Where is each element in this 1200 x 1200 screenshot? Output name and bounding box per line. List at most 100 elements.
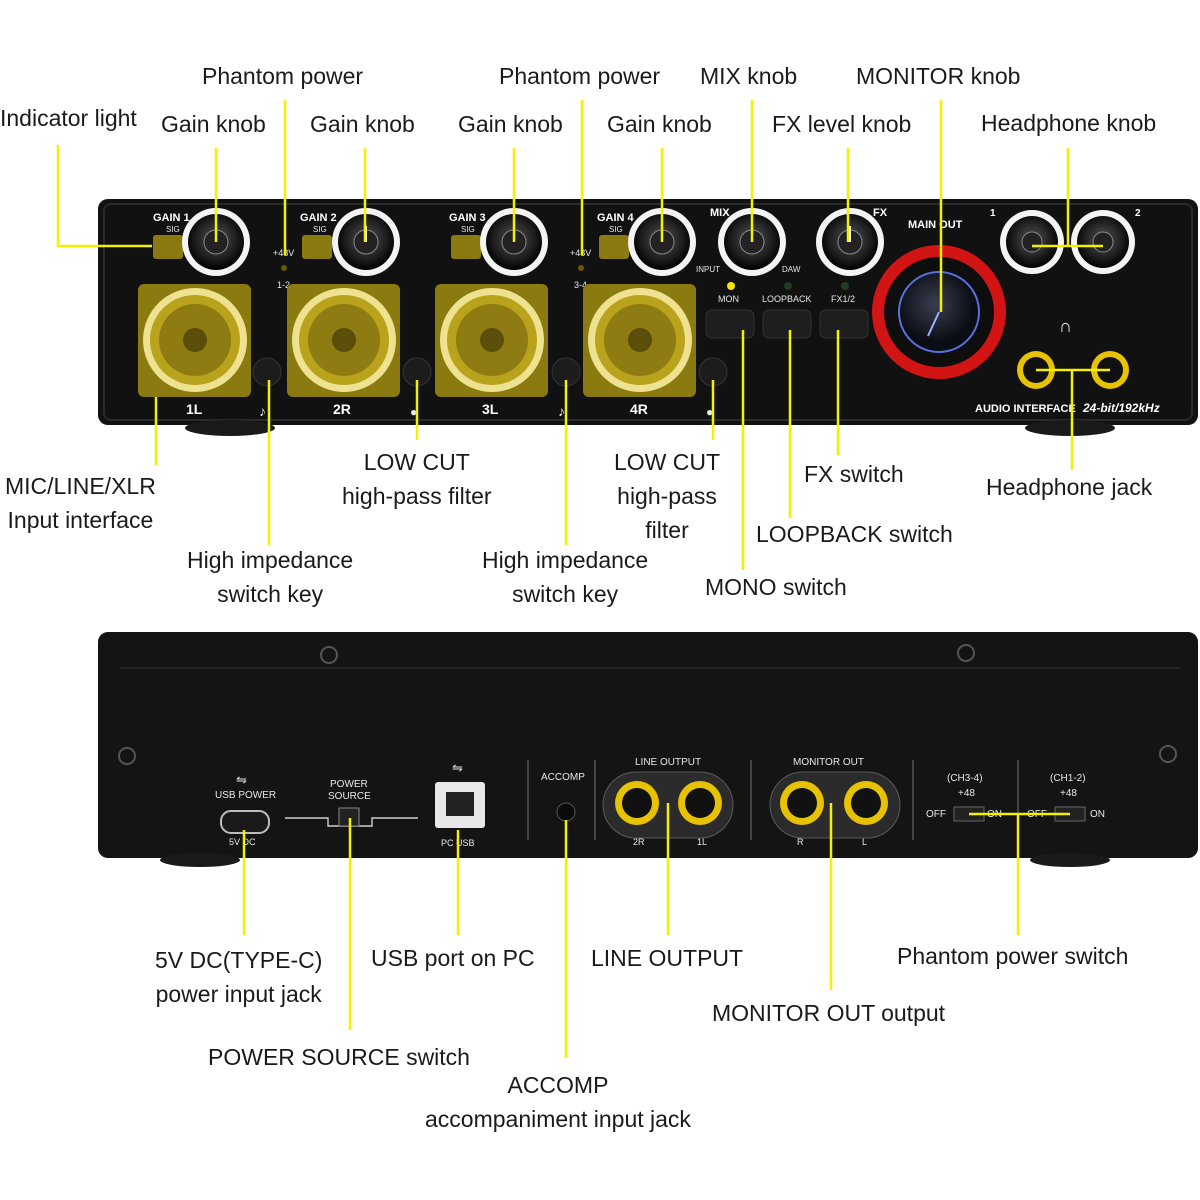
mon-switch-label: MON [718,294,739,304]
callout-mono-switch: MONO switch [705,574,847,600]
callout-monitor-knob: MONITOR knob [856,63,1021,89]
off-label: OFF [926,809,946,820]
headphone-number-2: 2 [1135,208,1141,219]
phantom-pair-1-2: 1-2 [277,280,290,290]
spec-text: 24-bit/192kHz [1082,401,1160,415]
headphones-icon: ∩ [1059,316,1072,336]
mono-switch[interactable] [705,309,755,339]
phantom-led-1-2 [281,265,287,271]
usb-power-sub: 5V DC [229,837,256,847]
guitar-icon: ♪ [259,403,266,419]
callout-low-cut-1: LOW CUT high-pass filter [342,445,492,513]
fx-label: FX [873,207,888,219]
callout-indicator-light: Indicator light [0,105,137,131]
callout-line: LOW CUT [614,449,721,475]
phantom-led-3-4 [578,265,584,271]
sig-label: SIG [313,225,327,234]
leader-indicator-light [56,145,152,248]
rubber-foot [185,420,275,436]
callout-line: ACCOMP [507,1072,609,1098]
loopback-switch[interactable] [762,309,812,339]
leader-headphone-knob [1032,148,1103,248]
power-source-label-2: SOURCE [328,791,371,802]
front-panel: GAIN 1 SIG 1L ♪ +48V 1-2 GAIN 2 SIG [98,199,1198,436]
sig-indicator-light [451,235,481,259]
sig-label: SIG [166,225,180,234]
sig-label: SIG [461,225,475,234]
channel-strip-2: GAIN 2 SIG 2R ● [287,208,432,419]
callout-line: switch key [217,581,324,607]
callout-phantom-power-2: Phantom power [499,63,661,89]
gain-label-1: GAIN 1 [153,212,190,224]
monitor-out-label: MONITOR OUT [793,757,864,768]
accomp-label: ACCOMP [541,772,585,783]
accomp-jack[interactable] [556,802,576,822]
callout-line: High impedance [482,547,649,573]
hi-z-switch-1[interactable] [252,357,282,387]
microphone-icon: ● [410,405,417,419]
rear-chassis [98,632,1198,858]
sig-indicator-light [302,235,332,259]
callout-line: switch key [512,581,619,607]
callout-power-source-switch: POWER SOURCE switch [208,1044,470,1070]
phantom-label-1-2: +48V [273,248,294,258]
callout-line: High impedance [187,547,354,573]
phantom-pair-3-4: 3-4 [574,280,587,290]
power-source-label: POWER [330,779,368,790]
callout-accomp: ACCOMP accompaniment input jack [425,1068,691,1136]
callout-high-impedance-1: High impedance switch key [187,543,353,611]
callout-line: MIC/LINE/XLR [5,473,156,499]
callout-fx-level-knob: FX level knob [772,111,912,137]
callout-dc-input: 5V DC(TYPE-C) power input jack [155,943,322,1011]
callout-gain-knob-4: Gain knob [607,111,712,137]
phantom-value: +48 [958,788,975,799]
callout-line: power input jack [155,981,322,1007]
fx-switch-label: FX1/2 [831,294,855,304]
sig-label: SIG [609,225,623,234]
guitar-icon: ♪ [558,403,565,419]
leader-lines [56,100,1110,1058]
monitor-port-l: L [862,837,867,847]
mix-label: MIX [710,207,730,219]
rear-panel: ⇋ USB POWER 5V DC POWER SOURCE ⇋ PC USB … [98,632,1198,867]
loopback-switch-label: LOOPBACK [762,294,812,304]
callout-gain-knob-1: Gain knob [161,111,266,137]
phantom-group-ch1-2: (CH1-2) [1050,773,1086,784]
callout-loopback-switch: LOOPBACK switch [756,521,953,547]
callout-high-impedance-2: High impedance switch key [482,543,648,611]
callout-monitor-out-output: MONITOR OUT output [712,1000,946,1026]
on-label: ON [1090,809,1105,820]
mix-input-label: INPUT [696,265,720,274]
callout-gain-knob-2: Gain knob [310,111,415,137]
fx-switch[interactable] [819,309,869,339]
gain-label-4: GAIN 4 [597,212,635,224]
callout-phantom-power-switch: Phantom power switch [897,943,1129,969]
callout-mix-knob: MIX knob [700,63,798,89]
monitor-port-r: R [797,837,804,847]
phantom-value: +48 [1060,788,1077,799]
callout-line: high-pass filter [342,483,492,509]
rubber-foot [1025,420,1115,436]
gain-label-3: GAIN 3 [449,212,486,224]
callout-headphone-jack: Headphone jack [986,474,1153,500]
callout-phantom-power-1: Phantom power [202,63,364,89]
screw [1159,745,1177,763]
callout-mic-line-xlr: MIC/LINE/XLR Input interface [5,469,156,537]
screw [320,646,338,664]
callout-line: accompaniment input jack [425,1106,691,1132]
callout-fx-switch: FX switch [804,461,904,487]
input-label-1l: 1L [186,401,203,417]
callout-usb-port: USB port on PC [371,945,535,971]
usb-c-power-port[interactable] [220,810,270,834]
callout-low-cut-2: LOW CUT high-pass filter [614,445,720,547]
input-label-3l: 3L [482,401,499,417]
input-label-2r: 2R [333,401,351,417]
screw [957,644,975,662]
screw [118,747,136,765]
input-label-4r: 4R [630,401,648,417]
line-port-1l: 1L [697,837,707,847]
phantom-group-ch3-4: (CH3-4) [947,773,983,784]
mix-daw-label: DAW [782,265,801,274]
callout-line: 5V DC(TYPE-C) [155,947,323,973]
